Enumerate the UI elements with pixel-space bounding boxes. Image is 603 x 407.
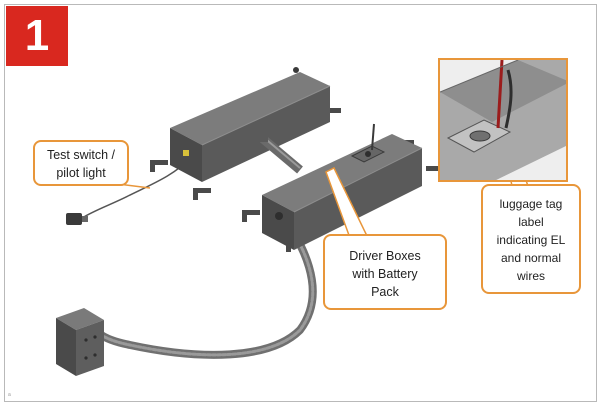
callout-line: Driver Boxes — [349, 249, 421, 263]
callout-line: with Battery — [352, 267, 418, 281]
footnote-mark: a — [8, 392, 11, 398]
detail-inset-drawing — [440, 60, 566, 180]
callout-line: and normal — [500, 251, 562, 265]
callout-line: pilot light — [56, 166, 106, 180]
step-number-badge: 1 — [6, 6, 68, 66]
callout-line: Test switch / — [46, 148, 116, 162]
detail-inset — [438, 58, 568, 182]
callout-line: Pack — [371, 285, 399, 299]
callout-line: luggage tag — [499, 197, 563, 211]
callout-driver-boxes: Driver Boxes with Battery Pack — [323, 234, 447, 310]
diagram-frame — [4, 4, 597, 402]
lower-driver-box — [262, 123, 423, 250]
junction-box — [56, 308, 104, 376]
test-switch-wire — [81, 157, 191, 219]
callout-line: indicating EL — [496, 233, 566, 247]
test-switch-plug — [66, 213, 88, 225]
callout-line: label — [518, 215, 544, 229]
callout-line: wires — [516, 269, 545, 283]
callout-test-switch: Test switch / pilot light — [33, 140, 129, 186]
flexible-conduit-highlight — [98, 213, 315, 357]
connecting-pipe — [256, 130, 303, 174]
callout-luggage-tag: luggage tag label indicating EL and norm… — [481, 184, 581, 294]
upper-driver-box — [170, 67, 331, 182]
